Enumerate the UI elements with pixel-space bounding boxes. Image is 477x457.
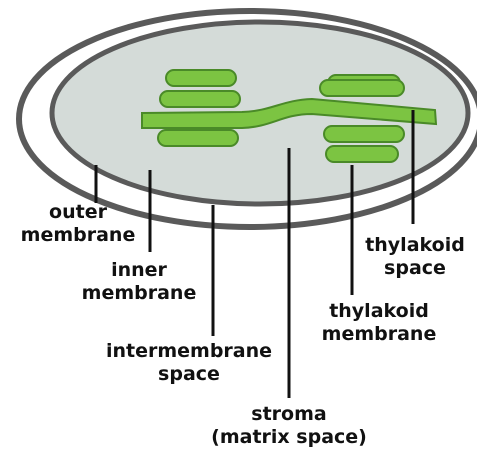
thylakoid-disc bbox=[158, 130, 238, 146]
label-thylakoid-space-line2: space bbox=[358, 257, 472, 280]
label-thylakoid-membrane-line2: membrane bbox=[299, 323, 459, 346]
label-stroma-line1: stroma bbox=[202, 403, 376, 426]
thylakoid-disc bbox=[320, 80, 404, 96]
label-thylakoid-membrane: thylakoid membrane bbox=[299, 300, 459, 346]
label-outer-membrane: outer membrane bbox=[18, 201, 138, 247]
thylakoid-disc bbox=[160, 91, 240, 107]
thylakoid-disc bbox=[166, 70, 236, 86]
label-thylakoid-membrane-line1: thylakoid bbox=[299, 300, 459, 323]
label-inner-membrane-line2: membrane bbox=[68, 282, 210, 305]
label-intermembrane-space-line1: intermembrane bbox=[91, 340, 287, 363]
label-thylakoid-space-line1: thylakoid bbox=[358, 234, 472, 257]
label-inner-membrane-line1: inner bbox=[68, 259, 210, 282]
granum-left bbox=[158, 70, 240, 146]
label-stroma: stroma (matrix space) bbox=[202, 403, 376, 449]
label-thylakoid-space: thylakoid space bbox=[358, 234, 472, 280]
label-stroma-line2: (matrix space) bbox=[202, 426, 376, 449]
label-outer-membrane-line1: outer bbox=[18, 201, 138, 224]
thylakoid-disc bbox=[324, 126, 404, 142]
label-intermembrane-space: intermembrane space bbox=[91, 340, 287, 386]
thylakoid-disc bbox=[326, 146, 398, 162]
label-intermembrane-space-line2: space bbox=[91, 363, 287, 386]
label-outer-membrane-line2: membrane bbox=[18, 224, 138, 247]
label-inner-membrane: inner membrane bbox=[68, 259, 210, 305]
